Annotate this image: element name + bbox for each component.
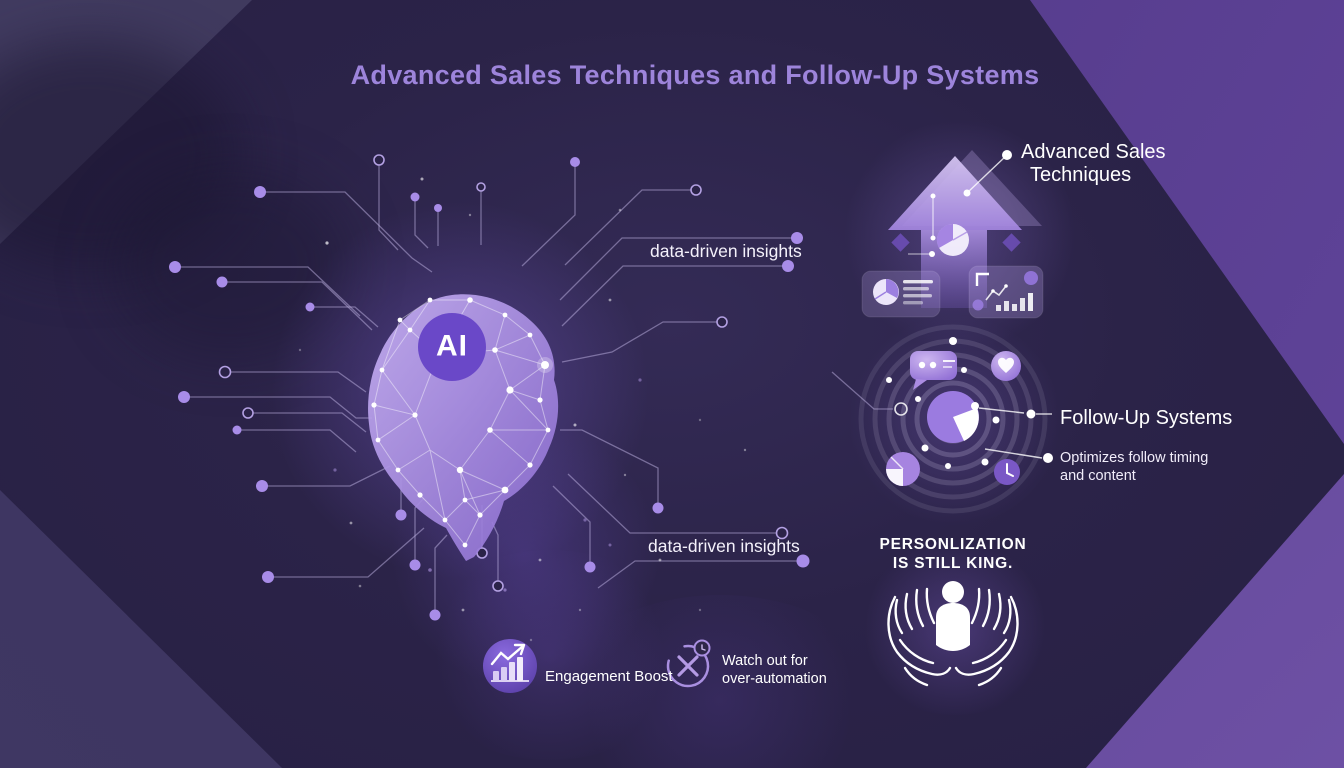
over-automation-label-line1: Watch out for [722, 653, 808, 669]
ai-core-circle [418, 313, 486, 381]
advanced-sales-label-line1: Advanced Sales [1021, 141, 1166, 163]
page-title: Advanced Sales Techniques and Follow-Up … [350, 60, 1040, 90]
heart-icon [991, 351, 1021, 381]
follow-up-note-line2: and content [1060, 468, 1136, 484]
pie-badge-icon [886, 452, 920, 486]
engagement-boost-icon [483, 639, 537, 693]
ai-brain-icon [368, 294, 559, 561]
over-automation-label-line2: over-automation [722, 671, 827, 687]
analytics-card-icon [968, 265, 1044, 319]
diamond-accent [891, 233, 910, 252]
personalization-line1: PERSONLIZATION [879, 536, 1027, 553]
over-automation-icon [666, 639, 711, 688]
insight-connectors [559, 232, 810, 589]
follow-up-orbit-icon [831, 324, 1053, 514]
growth-arrow-icon [888, 150, 1042, 308]
orbit-pie-chart-icon [927, 391, 979, 443]
follow-up-note-line1: Optimizes follow timing [1060, 450, 1209, 466]
sparkle-specks [298, 177, 747, 642]
report-card-icon [861, 270, 941, 318]
background-blob [0, 40, 240, 270]
insight-label-top: data-driven insights [650, 241, 802, 261]
arrow-pie-chart-icon [936, 223, 969, 256]
insight-label-bottom: data-driven insights [648, 536, 800, 556]
chat-bubble-icon [910, 351, 957, 390]
personalization-line2: IS STILL KING. [892, 555, 1014, 572]
engagement-boost-label: Engagement Boost [545, 668, 673, 685]
follow-up-title: Follow-Up Systems [1060, 407, 1233, 429]
clock-icon [994, 459, 1020, 485]
ai-core-label: AI [436, 329, 468, 363]
background-blob [110, 170, 350, 360]
diamond-accent [1002, 233, 1021, 252]
advanced-sales-label-line2: Techniques [1030, 164, 1132, 186]
hands-person-icon [887, 581, 1019, 687]
circuit-traces [169, 154, 728, 621]
